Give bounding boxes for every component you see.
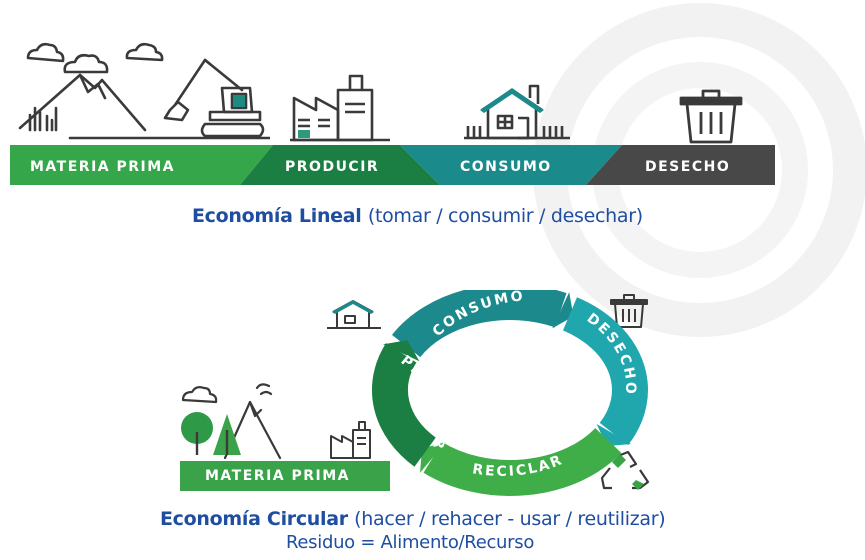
linear-caption-title: Economía Lineal (192, 205, 362, 227)
materia-prima-bar (180, 461, 390, 491)
circular-ring: CONSUMO DESECHO RECICLAR PRODUCIR (371, 290, 648, 496)
ring-arrowhead-producir (383, 340, 420, 362)
circular-caption-title: Economía Circular (160, 508, 348, 530)
stage-label-materia-prima: MATERIA PRIMA (30, 159, 175, 175)
trash-can-icon (679, 89, 743, 144)
landscape-excavator-icon (18, 42, 270, 140)
factory-icon (290, 74, 390, 142)
ring-segment-consumo (391, 290, 567, 358)
linear-caption: Economía Lineal (tomar / consumir / dese… (192, 205, 643, 227)
house-icon (464, 84, 570, 140)
ring-segment-reciclar (423, 427, 622, 496)
stage-label-desecho: DESECHO (645, 159, 730, 175)
linear-stage-bar: MATERIA PRIMA PRODUCIR CONSUMO DESECHO (10, 145, 775, 185)
stage-segment-1 (240, 145, 440, 185)
stage-segment-0 (10, 145, 273, 185)
factory-icon-small (330, 421, 371, 459)
stage-label-consumo: CONSUMO (460, 159, 552, 175)
materia-prima-label: MATERIA PRIMA (205, 468, 351, 484)
stage-segment-3 (586, 145, 775, 185)
ring-segment-producir (371, 343, 437, 467)
house-icon-small (327, 300, 381, 329)
tree-mountain-icon (181, 383, 282, 460)
stage-label-producir: PRODUCIR (285, 159, 379, 175)
ring-segment-desecho (562, 297, 648, 446)
trash-can-icon-small (610, 294, 648, 328)
circular-caption-subtitle: (hacer / rehacer - usar / reutilizar) (354, 508, 666, 530)
ring-arrowhead-consumo (552, 292, 574, 329)
recycle-icon (600, 450, 650, 490)
stage-segment-2 (400, 145, 622, 185)
circular-caption: Economía Circular (hacer / rehacer - usa… (160, 508, 666, 530)
circular-caption-line2: Residuo = Alimento/Recurso (286, 532, 535, 553)
linear-caption-subtitle: (tomar / consumir / desechar) (367, 205, 643, 227)
